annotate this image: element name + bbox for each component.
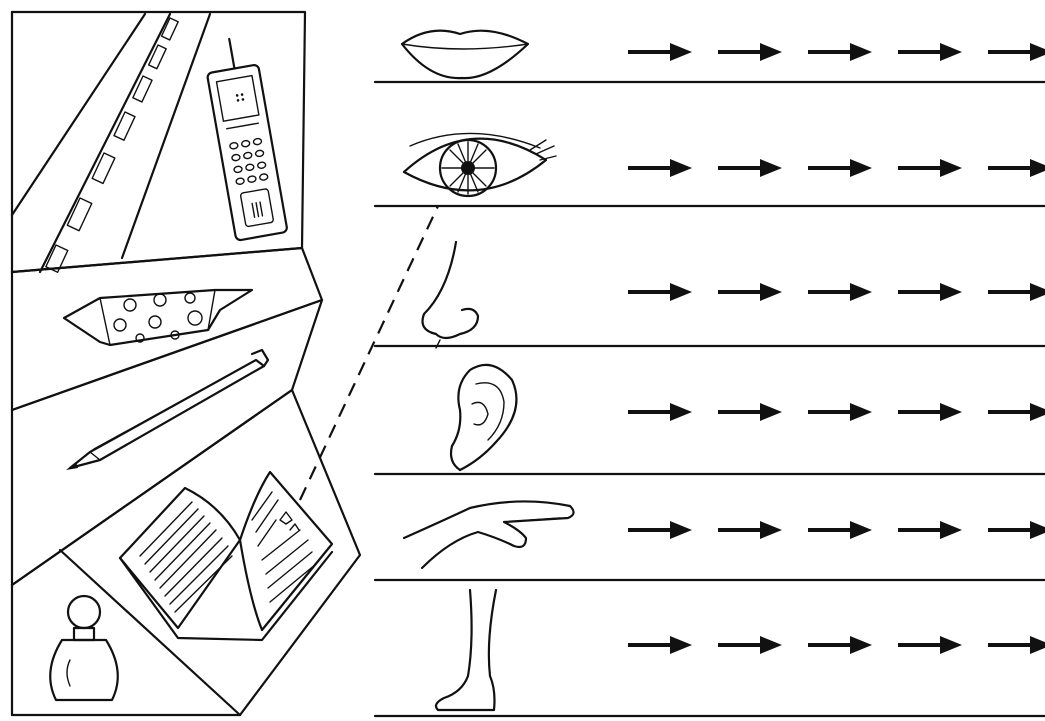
- arrow-leg-3: [808, 636, 872, 654]
- arrow-leg-1: [628, 636, 692, 654]
- arrow-mouth-5: [988, 43, 1045, 61]
- arrow-mouth-2: [718, 43, 782, 61]
- arrow-eye-4: [898, 159, 962, 177]
- arrow-leg-2: [718, 636, 782, 654]
- arrow-hand-5: [988, 521, 1045, 539]
- arrow-leg-5: [988, 636, 1045, 654]
- book-to-eye-connector: [300, 206, 438, 500]
- objects-panel: [12, 12, 360, 715]
- leg-icon: [436, 590, 496, 710]
- perfume-bottle-icon: [50, 596, 118, 700]
- arrow-ear-3: [808, 403, 872, 421]
- arrow-ear-1: [628, 403, 692, 421]
- hand-icon: [404, 501, 574, 568]
- ear-icon: [451, 365, 516, 470]
- arrow-nose-1: [628, 283, 692, 301]
- arrow-nose-2: [718, 283, 782, 301]
- arrow-mouth-4: [898, 43, 962, 61]
- arrow-ear-2: [718, 403, 782, 421]
- mobile-phone-icon: [202, 35, 288, 241]
- arrow-hand-2: [718, 521, 782, 539]
- arrow-eye-1: [628, 159, 692, 177]
- arrow-nose-4: [898, 283, 962, 301]
- senses-panel: [375, 82, 1045, 716]
- arrow-hand-4: [898, 521, 962, 539]
- eye-icon: [404, 133, 556, 196]
- arrow-eye-2: [718, 159, 782, 177]
- arrow-eye-5: [988, 159, 1045, 177]
- arrow-hand-1: [628, 521, 692, 539]
- arrow-rows: [628, 43, 1045, 654]
- arrow-leg-4: [898, 636, 962, 654]
- arrow-mouth-3: [808, 43, 872, 61]
- mouth-icon: [402, 31, 528, 78]
- arrow-nose-5: [988, 283, 1045, 301]
- candy-icon: [64, 290, 252, 345]
- arrow-ear-4: [898, 403, 962, 421]
- road-icon: [12, 14, 210, 272]
- arrow-ear-5: [988, 403, 1045, 421]
- pencil-icon: [66, 350, 268, 470]
- arrow-hand-3: [808, 521, 872, 539]
- arrow-nose-3: [808, 283, 872, 301]
- nose-icon: [423, 242, 479, 348]
- arrow-mouth-1: [628, 43, 692, 61]
- arrow-eye-3: [808, 159, 872, 177]
